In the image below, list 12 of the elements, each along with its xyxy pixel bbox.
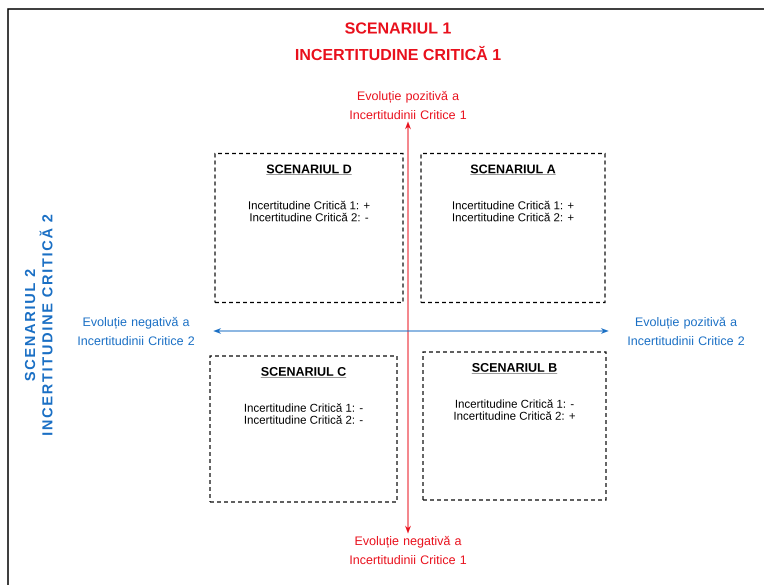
scenario-box: SCENARIUL B Incertitudine Critică 1: - Incertitudine Critică 2: + [422,351,607,501]
axis-label: Evoluție pozitivă a Incertitudinii Critice 1 [350,90,466,120]
scenario-box: SCENARIUL C Incertitudine Critică 1: - Incertitudine Critică 2: - [209,355,398,503]
scenario-box: SCENARIUL D Incertitudine Critică 1: + Incertitudine Critică 2: - [214,152,404,304]
axis-label: Evoluție negativă a Incertitudinii Critice 2 [78,316,194,346]
scenario-box: SCENARIUL A Incertitudine Critică 1: + Incertitudine Critică 2: + [420,152,606,304]
side-title: SCENARIUL 2 [24,269,36,381]
axis-label: Evoluție pozitivă a Incertitudinii Critice 2 [628,316,744,346]
side-title: INCERTITUDINE CRITICĂ 2 [40,214,52,435]
title: INCERTITUDINE CRITICĂ 1 [296,46,501,60]
title: SCENARIUL 1 [345,22,451,34]
axis-label: Evoluție negativă a Incertitudinii Critice 1 [350,536,466,564]
